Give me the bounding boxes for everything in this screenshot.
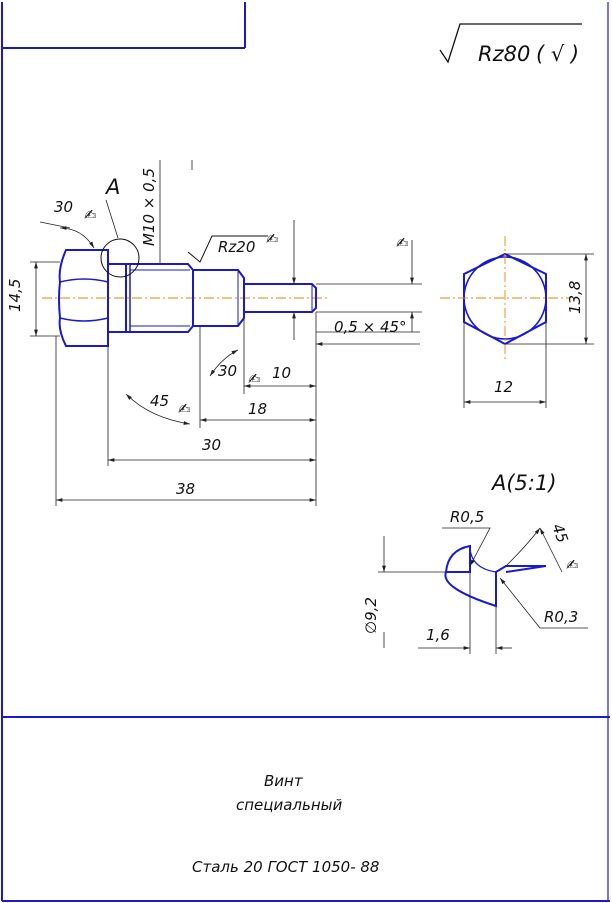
detail-angle-roughness-icon: ✍ (566, 556, 579, 574)
head-chamfer-roughness-icon: ✍ (84, 206, 97, 224)
hex-height-label: 13,8 (566, 281, 584, 314)
detail-a-view: A(5:1) R0,5 45 ✍ R0,3 ∅9,2 1,6 (362, 471, 588, 654)
head-size-label: 14,5 (6, 279, 24, 312)
view-a-label: A (104, 175, 120, 199)
length-10-label: 10 (272, 364, 291, 382)
hex-side-view: 12 13,8 (440, 236, 594, 408)
detail-a-label: A(5:1) (490, 471, 557, 495)
tip-roughness-icon: ✍ (396, 234, 409, 252)
chamfer-tip-label: 0,5 × 45° (334, 318, 407, 336)
length-38-label: 38 (176, 480, 195, 498)
detail-r03-label: R0,3 (544, 608, 578, 626)
general-roughness-symbol: Rz80 ( √ ) (439, 23, 582, 66)
main-view-dimensions: 14,5 30 ✍ A M10 × 0,5 Rz20 ✍ 0,5 × 45° ✍… (6, 160, 422, 506)
angle-45-label: 45 (150, 392, 169, 410)
surface-roughness-icon: ✍ (266, 230, 279, 248)
detail-length-label: 1,6 (426, 626, 450, 644)
angle-45-roughness-icon: ✍ (178, 400, 191, 418)
thread-label: M10 × 0,5 (140, 168, 158, 246)
part-name-line2: специальный (236, 796, 343, 814)
part-name-line1: Винт (264, 772, 304, 790)
shoulder-roughness-icon: ✍ (248, 370, 261, 388)
title-block: Винт специальный Сталь 20 ГОСТ 1050- 88 (192, 772, 379, 876)
hex-width-label: 12 (494, 378, 513, 396)
material-label: Сталь 20 ГОСТ 1050- 88 (192, 858, 379, 876)
general-roughness-suffix: ( √ ) (536, 42, 579, 66)
head-chamfer-angle-label: 30 (54, 198, 73, 216)
screw-main-view (42, 160, 330, 347)
detail-angle-label: 45 (548, 521, 571, 545)
length-18-label: 18 (248, 400, 267, 418)
surface-roughness-label: Rz20 (218, 238, 255, 256)
detail-diameter-label: ∅9,2 (362, 597, 380, 634)
detail-r05-label: R0,5 (450, 508, 484, 526)
general-roughness-value: Rz80 (478, 42, 530, 66)
length-30-label: 30 (202, 436, 221, 454)
shoulder-angle-label: 30 (218, 362, 237, 380)
